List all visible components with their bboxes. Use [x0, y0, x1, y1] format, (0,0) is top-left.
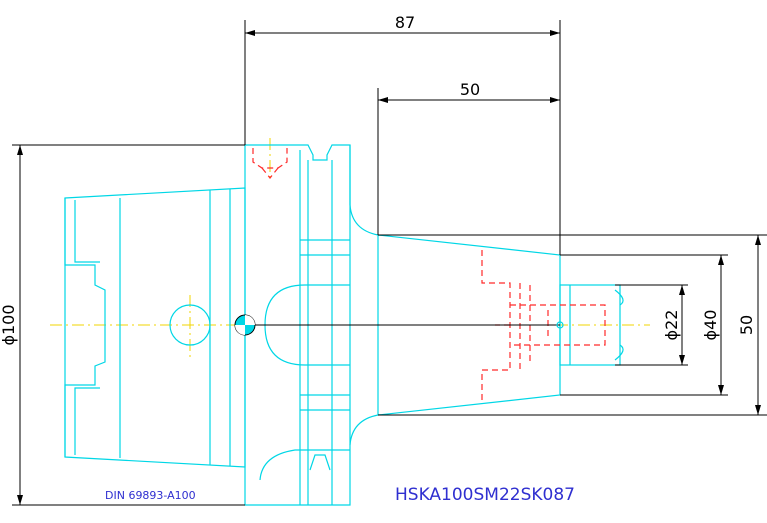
flange	[244, 144, 351, 506]
center-marker	[234, 314, 564, 336]
dimension-50-vertical: 50	[378, 234, 767, 416]
hidden-thread-hole	[252, 148, 288, 179]
dimension-phi100-text: ϕ100	[0, 304, 18, 345]
dimension-phi100: ϕ100	[0, 144, 245, 506]
dimension-87: 87	[244, 13, 561, 255]
dimension-50-vertical-text: 50	[737, 315, 756, 335]
hsk-taper-shank	[64, 187, 246, 468]
dimension-phi40-text: ϕ40	[701, 310, 720, 341]
dimension-87-text: 87	[395, 13, 415, 32]
dimension-phi40: ϕ40	[560, 254, 728, 396]
dimension-50-horizontal-text: 50	[460, 80, 480, 99]
dimension-phi22: ϕ22	[615, 284, 688, 366]
dimension-50-horizontal: 50	[377, 80, 560, 235]
hidden-collet-bore	[481, 250, 606, 402]
nose-cone	[349, 145, 624, 446]
standard-label: DIN 69893-A100	[105, 489, 196, 502]
dimension-phi22-text: ϕ22	[662, 310, 681, 341]
part-number-label: HSKA100SM22SK087	[395, 485, 575, 505]
